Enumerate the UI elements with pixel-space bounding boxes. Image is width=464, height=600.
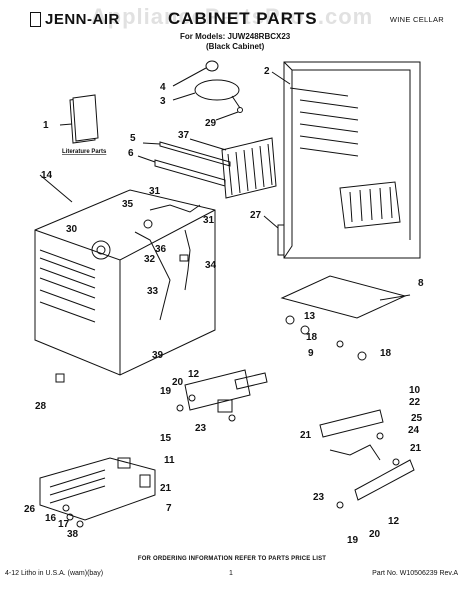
ordering-note: FOR ORDERING INFORMATION REFER TO PARTS … [137,556,327,562]
callout-30: 30 [66,224,78,235]
right-rail-assembly [319,409,415,509]
model-info: For Models: JUW248RBCX23 (Black Cabinet) [180,32,290,52]
page-title: CABINET PARTS [168,9,318,28]
callout-22: 22 [409,397,421,408]
callout-8: 8 [418,278,424,289]
callout-38: 38 [67,529,79,540]
callout-23-right: 23 [313,492,325,503]
callout-12-center: 12 [188,369,200,380]
callout-27: 27 [250,210,262,221]
leveling-leg [55,373,65,383]
toe-grille-assembly [39,457,156,528]
shroud-strips [137,141,231,187]
callout-36: 36 [155,244,167,255]
shelf-plate [280,275,411,361]
callout-39: 39 [152,350,164,361]
callout-31-top: 31 [149,186,161,197]
callout-7: 7 [166,503,172,514]
callout-13: 13 [304,311,316,322]
literature-parts-booklet: Literature Parts [59,94,107,155]
callout-14: 14 [41,170,53,181]
category-label: WINE CELLAR [389,15,444,24]
callout-19-right: 19 [347,535,359,546]
wiring-harness [134,204,201,321]
models-line: For Models: JUW248RBCX23 [180,32,291,41]
variant-line: (Black Cabinet) [206,42,265,51]
brand-logo: JENN-AIR [30,11,120,28]
evaporator-coil [189,137,277,199]
callout-33: 33 [147,286,159,297]
callout-28: 28 [35,401,47,412]
callout-4: 4 [160,82,166,93]
callout-24: 24 [408,425,420,436]
thermistor [263,215,285,256]
callout-15: 15 [160,433,172,444]
callout-18-left: 18 [306,332,318,343]
callout-21-rail: 21 [300,430,312,441]
callout-20-right: 20 [369,529,381,540]
callout-6: 6 [128,148,134,159]
callout-29: 29 [205,118,217,129]
callout-23-center: 23 [195,423,207,434]
cabinet-liner [271,61,421,259]
outer-cabinet [34,174,216,376]
callout-3: 3 [160,96,166,107]
part-number: Part No. W10506239 Rev.A [372,570,458,577]
callout-16: 16 [45,513,57,524]
callout-12-right: 12 [388,516,400,527]
callout-37: 37 [178,130,190,141]
literature-label: Literature Parts [62,149,107,155]
litho-note: 4-12 Litho in U.S.A. (wam)(bay) [5,570,104,577]
page-number: 1 [229,570,233,577]
callout-31-right: 31 [203,215,215,226]
callout-10: 10 [409,385,421,396]
callout-21-grille: 21 [160,483,172,494]
callout-18-right: 18 [380,348,392,359]
watermark: AppliancePartsPros.com [90,4,374,29]
brand-name: JENN-AIR [45,11,120,28]
callout-35: 35 [122,199,134,210]
callout-2: 2 [264,66,270,77]
callout-20-center: 20 [172,377,184,388]
callout-21-right: 21 [410,443,422,454]
callout-11: 11 [164,455,175,466]
callout-5: 5 [130,133,136,144]
callout-17: 17 [58,519,70,530]
callout-9: 9 [308,348,314,359]
center-rail [176,369,268,422]
light-assembly [172,60,243,121]
brand-logo-mark-icon [30,12,41,27]
callout-32: 32 [144,254,156,265]
callout-1: 1 [43,120,49,131]
callout-34: 34 [205,260,217,271]
callout-26: 26 [24,504,36,515]
callout-25: 25 [411,413,423,424]
callout-19-center: 19 [160,386,172,397]
